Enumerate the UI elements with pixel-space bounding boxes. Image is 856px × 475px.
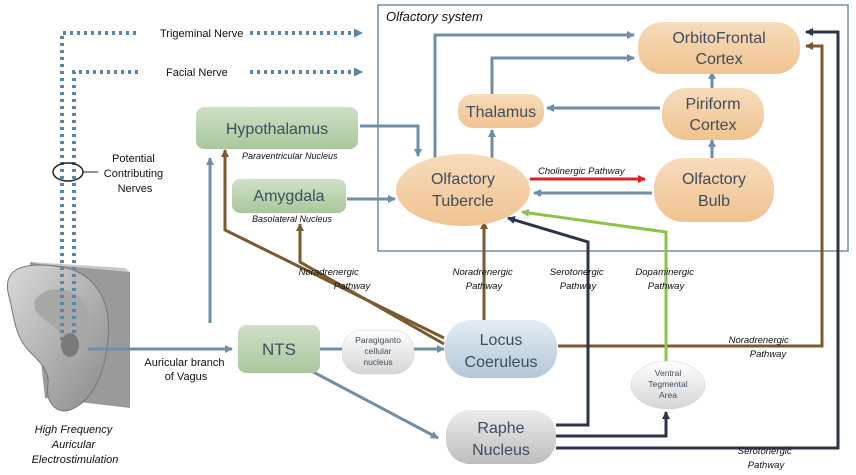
svg-text:NTS: NTS bbox=[262, 340, 296, 359]
amygdala-subtitle: Basolateral Nucleus bbox=[252, 214, 333, 224]
dotted-nerves bbox=[60, 28, 363, 340]
serotonergic-mid-label: Serotonergic Pathway bbox=[550, 267, 607, 292]
serotonergic-bottom-label: Serotonergic Pathway bbox=[738, 446, 795, 471]
hypothalamus-subtitle: Paraventricular Nucleus bbox=[242, 151, 338, 161]
olfactory-system-box bbox=[377, 4, 849, 252]
node-hypothalamus: Hypothalamus bbox=[196, 107, 358, 149]
trigeminal-nerve-label: Trigeminal Nerve bbox=[160, 28, 243, 40]
noradrenergic-left-label: Noradrenergic Pathway bbox=[299, 267, 372, 292]
noradrenergic-right-label: Noradrenergic Pathway bbox=[729, 335, 792, 360]
svg-text:Hypothalamus: Hypothalamus bbox=[226, 121, 328, 138]
potential-nerves-label: Potential Contributing Nerves bbox=[104, 153, 166, 195]
cholinergic-pathway-label: Cholinergic Pathway bbox=[538, 166, 626, 177]
node-thalamus: Thalamus bbox=[458, 94, 544, 128]
svg-text:Thalamus: Thalamus bbox=[466, 104, 536, 121]
auricular-branch-label: Auricular branch of Vagus bbox=[144, 357, 227, 383]
facial-nerve-label: Facial Nerve bbox=[166, 67, 228, 79]
node-nts: NTS bbox=[238, 325, 320, 373]
stimulation-label: High Frequency Auricular Electrostimulat… bbox=[32, 424, 119, 466]
dopaminergic-label: Dopaminergic Pathway bbox=[635, 267, 696, 292]
pathways bbox=[206, 28, 840, 450]
noradrenergic-mid-label: Noradrenergic Pathway bbox=[453, 267, 516, 292]
nerve-bundle-ellipse bbox=[52, 162, 84, 182]
node-amygdala: Amygdala bbox=[232, 179, 346, 213]
olfactory-system-title: Olfactory system bbox=[386, 9, 483, 24]
svg-text:Amygdala: Amygdala bbox=[253, 188, 324, 205]
ear-illustration bbox=[6, 262, 130, 412]
